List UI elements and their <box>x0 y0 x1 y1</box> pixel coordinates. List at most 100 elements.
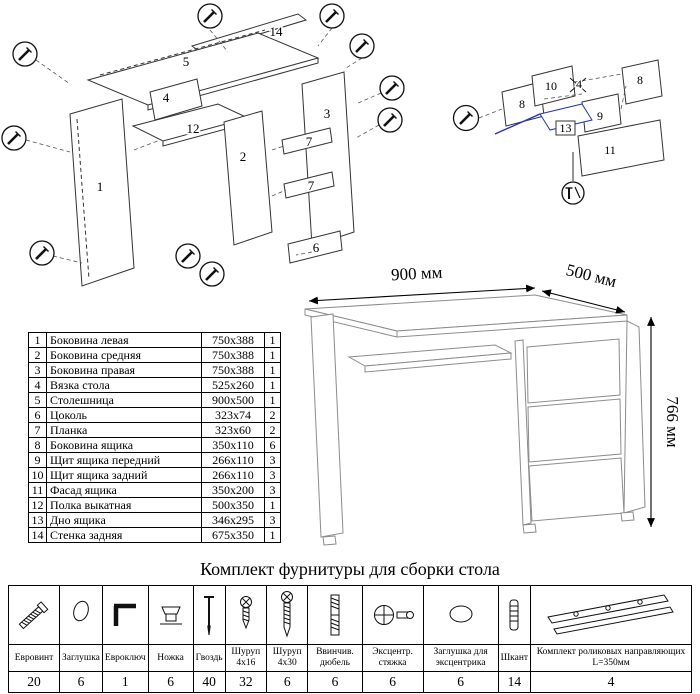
part-size: 350x200 <box>201 482 265 498</box>
hardware-icon-cell <box>101 585 149 645</box>
width-dimension-arrow <box>308 284 536 305</box>
hardware-callouts <box>1 3 405 287</box>
hardware-name: Евроключ <box>101 644 149 672</box>
exploded-diagram-drawer: 8 10 4 8 9 13 11 <box>452 59 665 205</box>
part-label-2: 2 <box>240 149 247 164</box>
desk-middle-panel <box>514 339 532 526</box>
drawer-front-1 <box>526 338 621 404</box>
part-size: 350x110 <box>201 437 265 453</box>
desk-foot <box>620 511 635 522</box>
part-1-left-side <box>69 98 135 287</box>
hardware-name: Евровинт <box>8 644 60 672</box>
dowel-icon <box>501 593 529 637</box>
parts-table-row: 10 Щит ящика задний 266x110 3 <box>28 467 281 483</box>
part-5-desktop <box>86 29 320 111</box>
part-label-4: 4 <box>163 90 170 105</box>
part-2-middle-side <box>223 110 273 246</box>
nail-callout-icon <box>561 181 585 205</box>
hardware-name: Заглушка для эксцентрика <box>422 644 499 672</box>
parts-table-row: 14 Стенка задняя 675x350 1 <box>28 527 281 543</box>
hardware-name: Заглушка <box>59 644 103 672</box>
cap-icon <box>62 595 100 635</box>
part-qty: 1 <box>264 347 281 363</box>
depth-dimension-arrow <box>541 289 626 314</box>
foot-icon <box>151 595 191 635</box>
part-number-labels: 8 10 4 8 9 13 11 <box>518 72 645 159</box>
slides-icon <box>533 589 689 641</box>
parts-table: 1 Боковина левая 750x388 1 2 Боковина ср… <box>28 332 281 543</box>
hardware-icon-cell <box>307 585 363 645</box>
assembly-guides <box>25 27 382 264</box>
part-qty: 2 <box>264 422 281 438</box>
drawer-front-3 <box>528 457 625 522</box>
part-qty: 3 <box>264 482 281 498</box>
parts-table-row: 1 Боковина левая 750x388 1 <box>28 332 281 348</box>
parts-table-row: 7 Планка 323x60 2 <box>28 422 281 438</box>
hardware-name: Гвоздь <box>192 644 226 672</box>
part-label-6: 6 <box>313 240 320 255</box>
part-name: Боковина ящика <box>46 437 202 453</box>
part-size: 346x295 <box>201 512 265 528</box>
part-number: 4 <box>28 377 47 393</box>
hardware-name: Эксцентр. стяжка <box>361 644 424 672</box>
parts-table-row: 13 Дно ящика 346x295 3 <box>28 512 281 528</box>
part-qty: 1 <box>264 362 281 378</box>
parts-table-row: 3 Боковина правая 750x388 1 <box>28 362 281 378</box>
screw-small-icon <box>228 593 264 637</box>
parts-table-row: 8 Боковина ящика 350x110 6 <box>28 437 281 453</box>
hardware-icon-cell <box>530 585 692 645</box>
part-qty: 2 <box>264 407 281 423</box>
part-number: 5 <box>28 392 47 408</box>
hardware-icon-cell <box>147 585 194 645</box>
screw-callout-icon <box>12 41 38 67</box>
hardware-qty: 40 <box>192 671 226 693</box>
screw-callout-icon <box>377 107 403 133</box>
part-label-14: 14 <box>270 24 284 39</box>
part-name: Вязка стола <box>46 377 202 393</box>
part-name: Планка <box>46 422 202 438</box>
part-7-plank-lower <box>283 171 335 199</box>
part-size: 750x388 <box>201 362 265 378</box>
part-4-rail <box>149 78 203 121</box>
screw-callout-icon <box>452 104 480 132</box>
part-label-12: 12 <box>187 121 200 136</box>
parts-table-row: 11 Фасад ящика 350x200 3 <box>28 482 281 498</box>
hardware-icon-cell <box>8 585 60 645</box>
part-label-3: 3 <box>324 106 331 121</box>
cam-lock-icon <box>365 595 421 635</box>
hardware-name: Ввинчив. дюбель <box>307 644 363 672</box>
screw-large-icon <box>269 589 305 641</box>
part-number: 1 <box>28 332 47 348</box>
part-number: 3 <box>28 362 47 378</box>
part-size: 500x350 <box>201 497 265 513</box>
part-number: 10 <box>28 467 47 483</box>
hardware-name: Шуруп 4x30 <box>265 644 309 672</box>
hardware-icon-cell <box>497 585 532 645</box>
part-size: 323x74 <box>201 407 265 423</box>
part-qty: 3 <box>264 512 281 528</box>
nail-icon <box>196 592 223 638</box>
hardware-qty: 6 <box>307 671 363 693</box>
cam-cap-icon <box>426 597 496 633</box>
part-name: Цоколь <box>46 407 202 423</box>
part-name: Стенка задняя <box>46 527 202 543</box>
hardware-name: Шкант <box>497 644 532 672</box>
part-number: 14 <box>28 527 47 543</box>
part-label-8: 8 <box>519 97 525 111</box>
part-name: Столешница <box>46 392 202 408</box>
hardware-name: Ножка <box>147 644 194 672</box>
dimension-lines <box>308 284 655 527</box>
part-number: 12 <box>28 497 47 513</box>
hardware-qty: 6 <box>265 671 309 693</box>
screw-callout-icon <box>379 75 405 101</box>
hardware-icon-cell <box>265 585 309 645</box>
dowel-screw-icon <box>310 590 359 640</box>
part-label-9: 9 <box>597 109 603 123</box>
hardware-qty: 6 <box>361 671 424 693</box>
part-label-8: 8 <box>637 73 643 87</box>
height-dimension-label: 766 мм <box>663 396 682 448</box>
part-qty: 1 <box>264 332 281 348</box>
part-number: 9 <box>28 452 47 468</box>
parts-table-row: 6 Цоколь 323x74 2 <box>28 407 281 423</box>
part-qty: 1 <box>264 497 281 513</box>
